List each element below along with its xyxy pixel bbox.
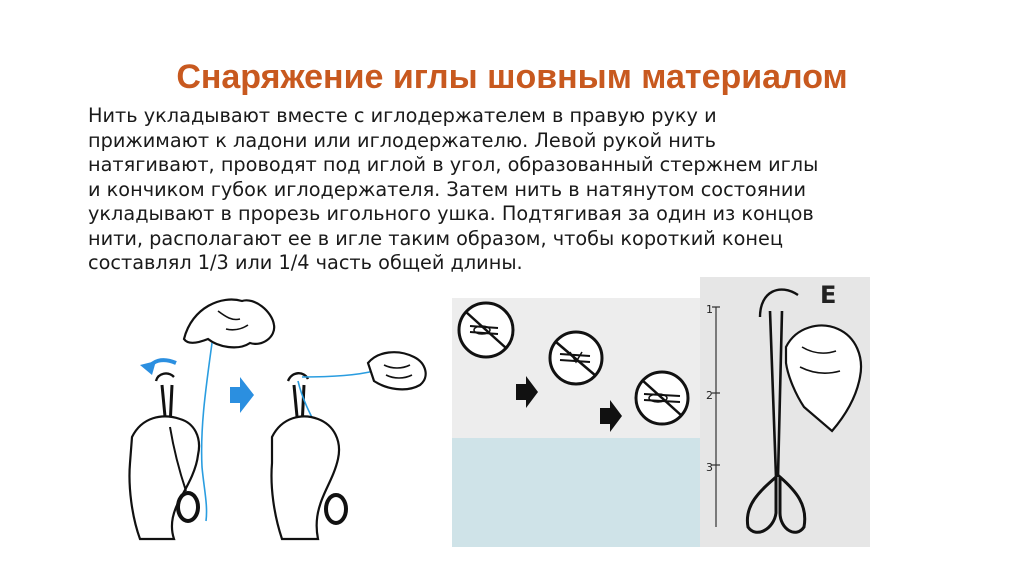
marker-label: 2 — [706, 389, 713, 402]
threading-sequence-drawing — [457, 301, 690, 432]
hands-threading-drawing — [128, 298, 427, 541]
body-line: прижимают к ладони или иглодержателю. Ле… — [88, 128, 717, 152]
body-line: укладывают в прорезь игольного ушка. Под… — [88, 202, 814, 225]
marker-label: 3 — [706, 461, 713, 474]
needle-holder-drawing: E 1 2 3 — [706, 281, 863, 534]
illustration-hands-threading — [122, 277, 452, 547]
marker-label: 1 — [706, 303, 713, 316]
body-line: составлял 1/3 или 1/4 часть общей длины. — [88, 251, 523, 274]
body-line: натягивают, проводят под иглой в угол, о… — [88, 153, 819, 176]
body-line: нити, располагают ее в игле таким образо… — [88, 226, 783, 250]
body-line: и кончиком губок иглодержателя. Затем ни… — [88, 177, 806, 201]
panel-letter: E — [820, 281, 836, 309]
body-line: Нить укладывают вместе с иглодержателем … — [88, 104, 717, 127]
figure-background-band — [452, 438, 702, 547]
illustration-needle-holder-diagram: E 1 2 3 — [700, 277, 870, 547]
body-paragraph: Нить укладывают вместе с иглодержателем … — [88, 104, 968, 276]
illustration-threading-sequence — [452, 298, 702, 547]
slide-title: Снаряжение иглы шовным материалом — [176, 57, 848, 96]
